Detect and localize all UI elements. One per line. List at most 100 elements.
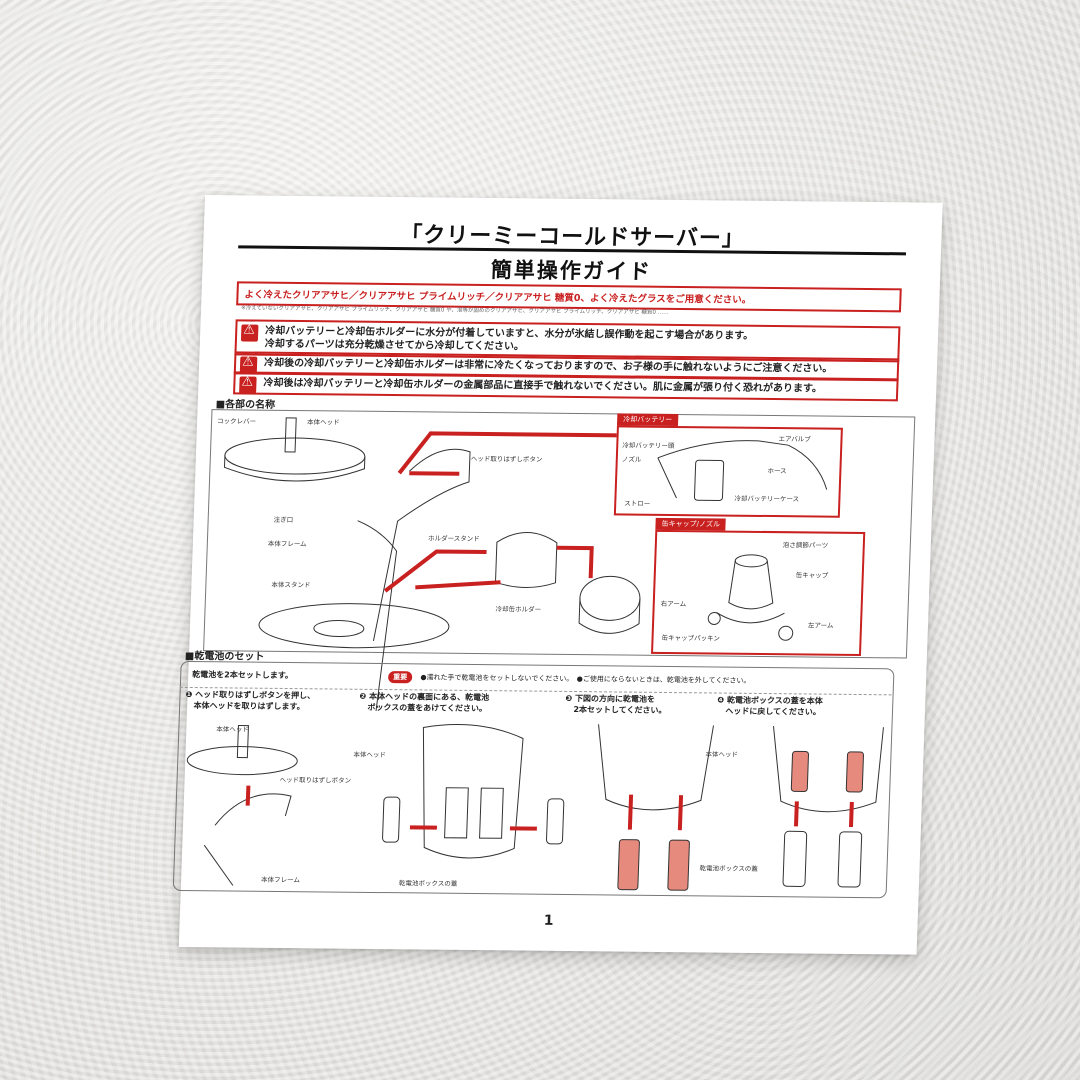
can-holder-body: [578, 598, 641, 634]
cock-lever-shape: [284, 417, 297, 453]
hose-shape: [657, 440, 789, 459]
step4-up-arrow-right: [848, 801, 854, 827]
step-2: ❷ 本体ヘッドの裏面にある、乾電池 ボックスの蓋をあけてください。: [359, 691, 489, 714]
battery-case-shape: [693, 459, 725, 501]
step-4-line2: ヘッドに戻してください。: [725, 706, 822, 717]
label-head: 本体ヘッド: [306, 418, 340, 427]
step2-head-back: [422, 724, 524, 859]
foam-adjust-shape: [734, 554, 768, 568]
label-cock-lever: コックレバー: [216, 417, 257, 426]
battery-steps-drawing: [186, 724, 884, 891]
step3-up-arrow-left: [627, 794, 634, 830]
step3-head-shape: [598, 724, 715, 811]
red-arrow-4: [415, 580, 501, 590]
hose-tail: [788, 444, 828, 490]
label-step4-head: 本体ヘッド: [705, 750, 739, 759]
can-cap-shape: [728, 560, 774, 610]
label-frame: 本体フレーム: [267, 539, 307, 549]
step4-lid-right: [837, 831, 863, 888]
label-can-cap: 缶キャップ: [795, 571, 829, 580]
label-step2-head: 本体ヘッド: [353, 750, 387, 760]
red-arrow-1: [409, 471, 460, 476]
can-cap-drawing: [707, 554, 794, 641]
step4-head-shape: [772, 726, 884, 813]
step3-battery-left: [617, 839, 640, 891]
step1-frame-leg: [203, 844, 234, 886]
can-holder-shape: [579, 575, 641, 621]
step-1-number: ❶: [185, 689, 193, 700]
step4-up-arrow-left: [793, 801, 799, 827]
stand-ring: [313, 620, 365, 638]
server-stand-shape: [258, 603, 450, 649]
label-hose: ホース: [767, 466, 787, 476]
holder-stand-shape: [494, 532, 558, 588]
cap-base-shape: [716, 612, 785, 624]
step-2-number: ❷: [359, 691, 367, 701]
server-frame-front: [357, 520, 398, 712]
label-air-valve: エアバルブ: [778, 435, 811, 444]
step4-battery-right: [845, 751, 864, 793]
instruction-sheet: 「クリーミーコールドサーバー」 簡単操作ガイド よく冷えたクリアアサヒ／クリアア…: [172, 195, 943, 955]
label-spout: 注ぎ口: [273, 515, 294, 525]
label-head-release: ヘッド取りはずしボタン: [470, 454, 543, 464]
can-cap-inset-title: 缶キャップ/ノズル: [655, 517, 727, 531]
step-3: ❸ 下図の方向に乾電池を 2本セットしてください。: [565, 693, 667, 716]
step-4-number: ❹: [717, 695, 725, 705]
label-can-holder: 冷却缶ホルダー: [495, 605, 542, 614]
parts-diagram: [223, 417, 641, 712]
red-arrow-3: [383, 549, 487, 593]
label-nozzle: ノズル: [621, 455, 642, 464]
step-3-line2: 2本セットしてください。: [573, 705, 667, 715]
step-4-line1: 乾電池ボックスの蓋を本体: [726, 695, 823, 706]
battery-intro: 乾電池を2本セットします。: [192, 670, 294, 681]
step-3-line1: 下図の方向に乾電池を: [574, 694, 656, 704]
step2-box-left: [444, 787, 469, 839]
step2-lid-right: [546, 798, 565, 845]
label-step1-head-release: ヘッド取りはずしボタン: [279, 775, 352, 785]
server-head-body: [223, 455, 366, 482]
left-arm-shape: [778, 625, 794, 641]
important-text: ●濡れた手で乾電池をセットしないでください。 ●ご使用にならないときは、乾電池を…: [420, 673, 751, 685]
step2-lid-left: [382, 796, 401, 843]
label-right-arm: 右アーム: [660, 599, 687, 609]
label-battery-head: 冷却バッテリー頭: [622, 441, 675, 450]
step-2-line1: 本体ヘッドの裏面にある、乾電池: [368, 691, 490, 703]
red-arrow-2: [397, 431, 621, 475]
label-battery-case: 冷却バッテリーケース: [734, 494, 800, 504]
warning-icon: [240, 324, 259, 342]
warning-3-line1: 冷却後は冷却バッテリーと冷却缶ホルダーの金属部品に直接手で触れないでください。肌…: [263, 377, 823, 395]
step1-frame-shape: [214, 793, 292, 826]
cooling-battery-inset-title: 冷却バッテリー: [616, 413, 679, 427]
step-1-line1: ヘッド取りはずしボタンを押し、: [194, 690, 316, 701]
red-arrow-5: [556, 545, 594, 579]
step1-up-arrow: [245, 785, 251, 806]
label-step4-box-lid: 乾電池ボックスの蓋: [699, 864, 758, 873]
label-left-arm: 左アーム: [807, 621, 834, 630]
cooling-battery-inset: 冷却バッテリー 冷却バッテリー頭 ノズル ストロー エアバルブ ホース 冷却バッ…: [613, 413, 843, 518]
label-step1-head: 本体ヘッド: [216, 725, 249, 734]
label-foam-adjust: 泡さ調節パーツ: [782, 541, 829, 550]
step2-box-right: [479, 787, 504, 839]
step-3-number: ❸: [565, 693, 573, 704]
warning-icon: [239, 376, 257, 394]
step4-lid-left: [782, 830, 808, 887]
step-4: ❹ 乾電池ボックスの蓋を本体 ヘッドに戻してください。: [717, 695, 823, 718]
label-step1-frame: 本体フレーム: [260, 875, 301, 885]
step1-lever: [236, 725, 249, 759]
right-arm-shape: [707, 611, 721, 625]
cooling-battery-drawing: [657, 440, 828, 501]
step-2-line2: ボックスの蓋をあけてください。: [367, 702, 488, 714]
label-step2-box-lid: 乾電池ボックスの蓋: [398, 879, 458, 888]
label-holder-stand: ホルダースタンド: [427, 534, 480, 543]
step-1-line2: 本体ヘッドを取りはずします。: [193, 701, 305, 712]
important-tag: 重要: [387, 671, 413, 684]
step-1: ❶ ヘッド取りはずしボタンを押し、 本体ヘッドを取りはずします。: [185, 689, 315, 712]
step3-battery-right: [667, 839, 690, 891]
can-cap-inset: 缶キャップ/ノズル 泡さ調節パーツ 缶キャップ 右アーム 左アーム 缶キャップパ…: [651, 517, 866, 657]
step4-battery-left: [790, 750, 810, 792]
label-stand: 本体スタンド: [271, 580, 311, 590]
label-cap-packing: 缶キャップパッキン: [661, 633, 720, 643]
page-number: 1: [543, 912, 554, 929]
label-straw: ストロー: [624, 499, 651, 508]
step3-up-arrow-right: [677, 795, 684, 831]
